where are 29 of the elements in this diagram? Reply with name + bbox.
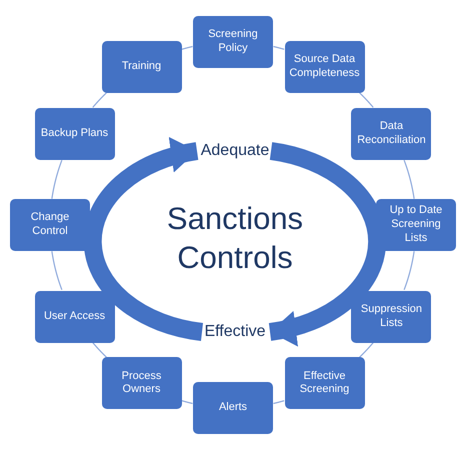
- process-box: Source Data Completeness: [284, 40, 364, 93]
- stage-label: Effective: [204, 323, 266, 341]
- process-box: Effective Screening: [284, 357, 364, 410]
- process-box: Screening Policy: [193, 16, 273, 68]
- ring-connector: [404, 160, 415, 199]
- curved-arrow: [84, 138, 204, 341]
- process-box: Alerts: [193, 382, 273, 434]
- process-box: Up to Date Screening Lists: [376, 199, 456, 251]
- ring-connector: [273, 400, 284, 404]
- process-box: Data Reconciliation: [351, 108, 432, 160]
- ring-connector: [92, 92, 107, 108]
- ring-connector: [404, 251, 415, 290]
- ring-connector: [51, 160, 62, 199]
- ring-connector: [359, 92, 374, 108]
- process-box: Suppression Lists: [351, 290, 432, 342]
- curved-arrow: [268, 142, 386, 346]
- process-box: Backup Plans: [34, 108, 115, 160]
- ring-connector: [273, 46, 284, 50]
- ring-connector: [182, 400, 193, 404]
- ring-connector: [359, 342, 374, 358]
- ring-connector: [182, 46, 193, 50]
- process-box: Training: [102, 40, 182, 93]
- ring-connector: [51, 251, 62, 290]
- center-title: Sanctions Controls: [166, 200, 304, 277]
- process-box: User Access: [34, 290, 115, 342]
- ring-connector: [92, 342, 107, 358]
- process-box: Process Owners: [102, 357, 182, 410]
- stage-label: Adequate: [200, 142, 270, 160]
- process-box: Change Control: [10, 199, 90, 251]
